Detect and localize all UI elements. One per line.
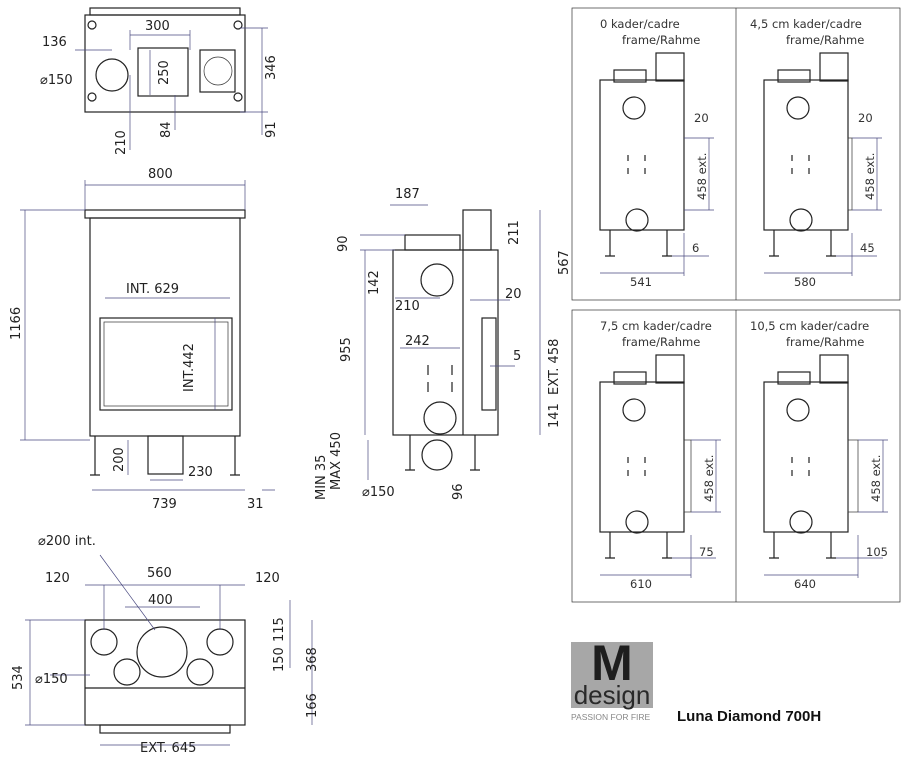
dim-1166: 1166 [9, 307, 24, 340]
panel-offset: 75 [699, 545, 714, 559]
dim-136: 136 [42, 35, 67, 50]
dim-5: 5 [513, 349, 521, 364]
panel-title1: 7,5 cm kader/cadre [600, 319, 712, 333]
panel-ext: 458 ext. [695, 153, 709, 200]
dim-150: 150 [272, 647, 287, 672]
dim-84: 84 [159, 121, 174, 138]
dim-242: 242 [405, 334, 430, 349]
dim-dia200: ⌀200 int. [38, 534, 96, 549]
dim-250: 250 [157, 60, 172, 85]
dim-dia150: ⌀150 [35, 672, 68, 687]
panel-title2: frame/Rahme [622, 33, 700, 47]
dim-int629: INT. 629 [126, 282, 179, 297]
dim-max450: MAX 450 [329, 432, 344, 490]
dim-534: 534 [11, 665, 26, 690]
dim-96: 96 [451, 483, 466, 500]
dim-int442: INT.442 [182, 343, 197, 392]
dim-120-left: 120 [45, 571, 70, 586]
dim-115: 115 [272, 617, 287, 642]
dim-31: 31 [247, 497, 264, 512]
logo-letter: M [591, 635, 633, 691]
panel-title1: 10,5 cm kader/cadre [750, 319, 869, 333]
dim-90: 90 [336, 235, 351, 252]
dim-166: 166 [305, 693, 320, 718]
dim-200: 200 [112, 447, 127, 472]
panel-title2: frame/Rahme [786, 335, 864, 349]
dim-142: 142 [367, 270, 382, 295]
panel-title1: 4,5 cm kader/cadre [750, 17, 862, 31]
panel-title1: 0 kader/cadre [600, 17, 680, 31]
panel-gap: 20 [694, 111, 709, 125]
dim-400: 400 [148, 593, 173, 608]
panel-ext: 458 ext. [702, 455, 716, 502]
dim-dia150: ⌀150 [40, 73, 73, 88]
frame-panel: 4,5 cm kader/cadre frame/Rahme 20 458 ext. 4… [750, 17, 882, 289]
logo-word: design [573, 680, 651, 710]
dim-567: 567 [557, 250, 572, 275]
panel-width: 580 [794, 275, 816, 289]
dim-211: 211 [507, 220, 522, 245]
dim-230: 230 [188, 465, 213, 480]
dim-739: 739 [152, 497, 177, 512]
dim-346: 346 [264, 55, 279, 80]
panel-offset: 6 [692, 241, 699, 255]
bottom-view: ⌀200 int. 120 560 120 400 534 ⌀150 115 3… [11, 534, 320, 756]
panel-width: 541 [630, 275, 652, 289]
panel-gap: 20 [858, 111, 873, 125]
side-view: 187 90 211 567 142 210 20 955 242 5 EXT.… [314, 187, 572, 500]
frame-panel: 7,5 cm kader/cadre frame/Rahme 458 ext. 75 6… [599, 319, 721, 591]
panel-title2: frame/Rahme [786, 33, 864, 47]
panel-ext: 458 ext. [863, 153, 877, 200]
panel-width: 640 [794, 577, 816, 591]
dim-91: 91 [264, 121, 279, 138]
dim-20: 20 [505, 287, 522, 302]
frame-panel: 0 kader/cadre frame/Rahme 20 458 ext. 6 541 [599, 17, 714, 289]
dim-dia150: ⌀150 [362, 485, 395, 500]
dim-187: 187 [395, 187, 420, 202]
panel-offset: 45 [860, 241, 875, 255]
front-view: 800 1166 INT. 629 INT.442 200 230 739 31 [9, 167, 275, 512]
panel-ext: 458 ext. [869, 455, 883, 502]
dim-800: 800 [148, 167, 173, 182]
frame-panels: 0 kader/cadre frame/Rahme 20 458 ext. 6 541 4,… [571, 7, 901, 603]
brand-logo: M design [571, 635, 653, 710]
dim-368: 368 [305, 647, 320, 672]
frame-panel: 10,5 cm kader/cadre frame/Rahme 458 ext. 10… [750, 319, 888, 591]
dim-210: 210 [395, 299, 420, 314]
brand-tagline: PASSION FOR FIRE [571, 712, 651, 722]
top-view: 300 136 ⌀150 250 346 210 84 91 [40, 7, 279, 155]
dim-141: 141 [547, 403, 562, 428]
dim-ext458: EXT. 458 [547, 339, 562, 395]
dim-300: 300 [145, 19, 170, 34]
product-title: Luna Diamond 700H [677, 708, 822, 725]
dim-120-right: 120 [255, 571, 280, 586]
dim-560: 560 [147, 566, 172, 581]
panel-width: 610 [630, 577, 652, 591]
panel-offset: 105 [866, 545, 888, 559]
dim-min35: MIN 35 [314, 455, 329, 500]
dim-ext645: EXT. 645 [140, 741, 196, 756]
dim-955: 955 [339, 337, 354, 362]
dim-210: 210 [114, 130, 129, 155]
panel-title2: frame/Rahme [622, 335, 700, 349]
